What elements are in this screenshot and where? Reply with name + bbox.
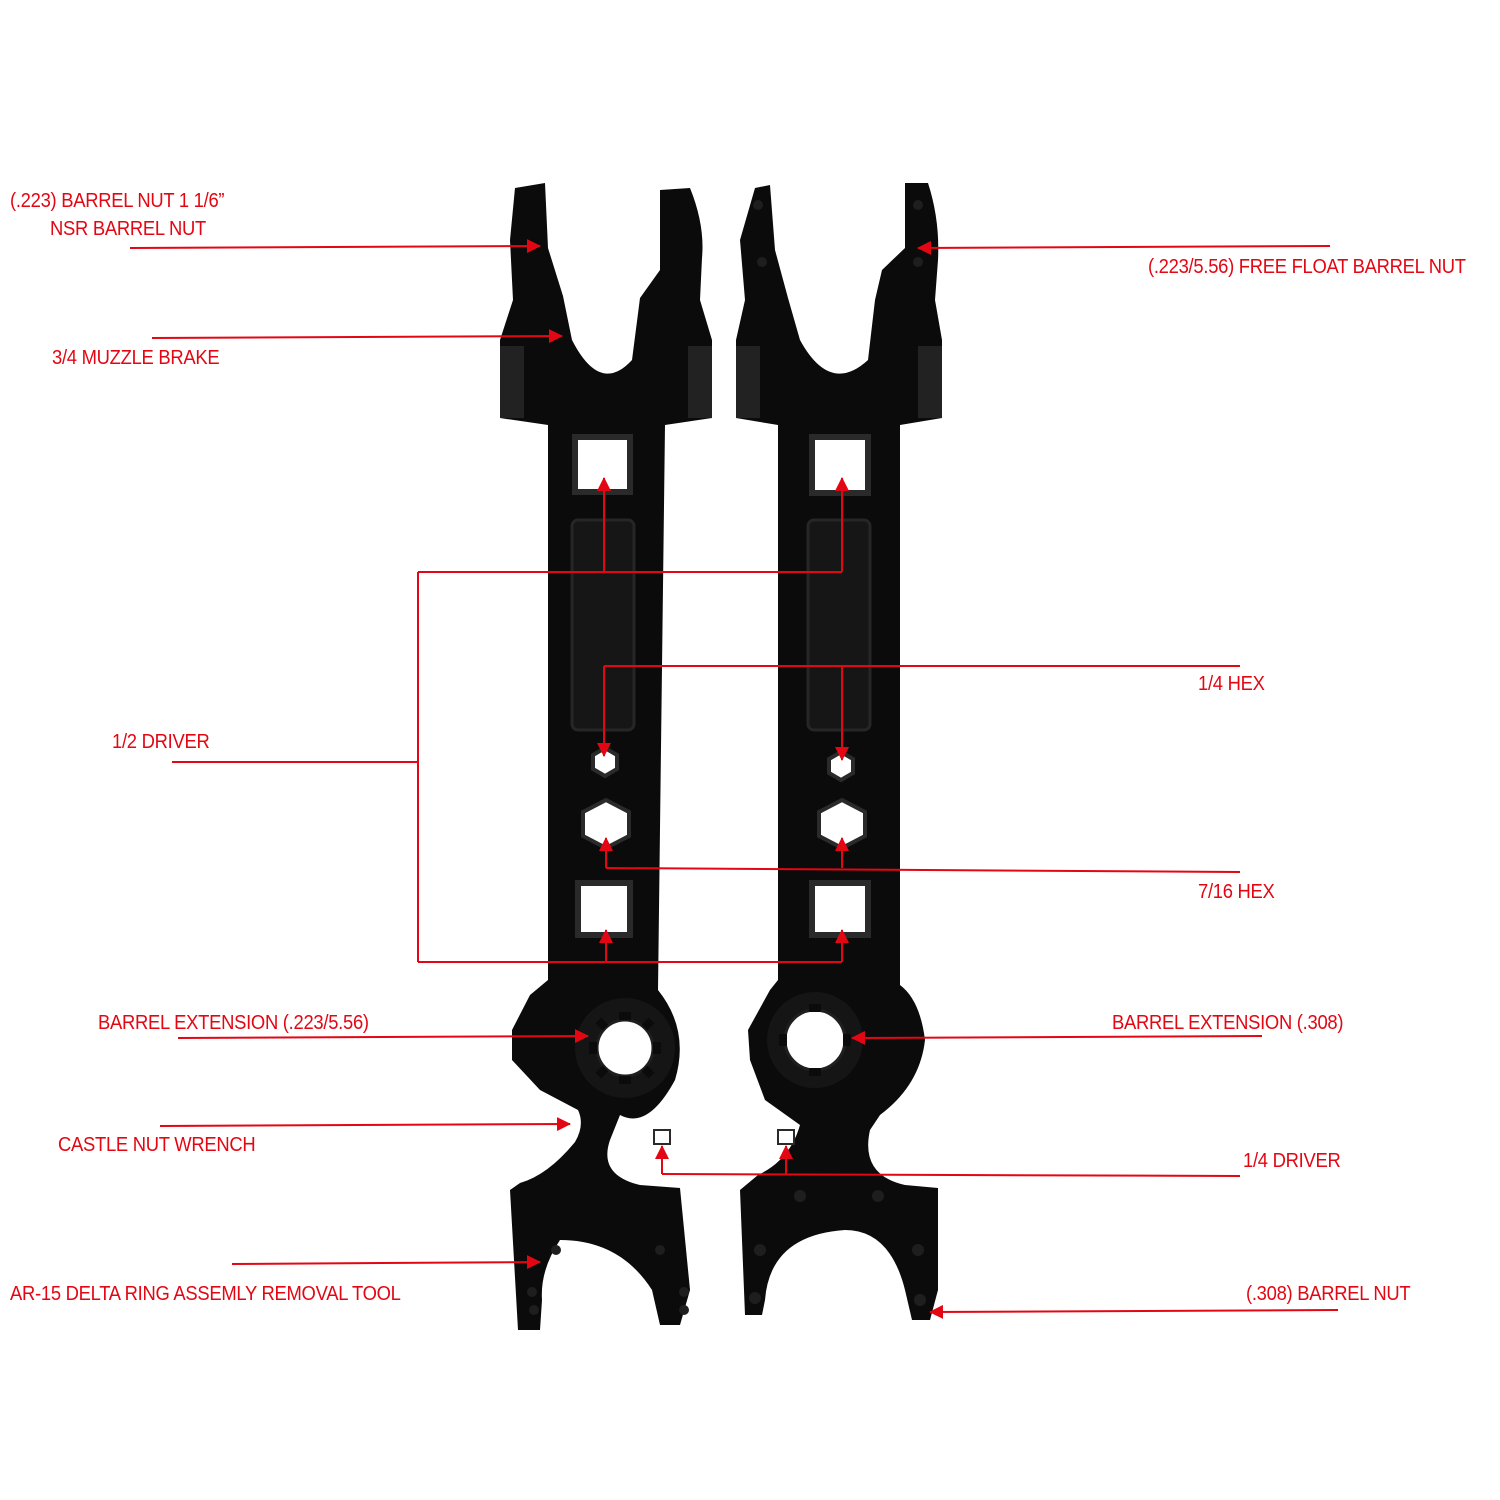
label-half-driver: 1/2 DRIVER xyxy=(112,731,210,753)
label-barrel-extension-308: BARREL EXTENSION (.308) xyxy=(1112,1012,1344,1034)
left-half-driver-bottom xyxy=(575,880,633,938)
label-barrel-nut-223-line2: NSR BARREL NUT xyxy=(50,218,206,240)
leader-castle-nut xyxy=(159,1117,571,1132)
label-quarter-hex: 1/4 HEX xyxy=(1198,673,1265,695)
label-castle-nut-wrench: CASTLE NUT WRENCH xyxy=(58,1134,256,1156)
label-delta-ring-tool: AR-15 DELTA RING ASSEMLY REMOVAL TOOL xyxy=(10,1283,401,1305)
right-bottom-teeth xyxy=(749,1190,926,1306)
right-wrench xyxy=(736,183,942,1320)
leader-barrel-nut-223 xyxy=(129,239,541,254)
leader-lines xyxy=(129,239,1339,1319)
leader-barrel-extension-223 xyxy=(177,1029,589,1044)
label-free-float-barrel-nut: (.223/5.56) FREE FLOAT BARREL NUT xyxy=(1148,256,1466,278)
label-barrel-nut-223-line1: (.223) BARREL NUT 1 1/6” xyxy=(10,190,225,212)
left-half-driver-top xyxy=(572,434,633,495)
label-barrel-extension-223: BARREL EXTENSION (.223/5.56) xyxy=(98,1012,369,1034)
left-quarter-driver xyxy=(653,1129,671,1145)
left-wrench xyxy=(500,183,712,1330)
leader-muzzle-brake xyxy=(151,329,563,344)
left-barrel-extension-hole xyxy=(595,1018,655,1078)
right-top-ridge-right xyxy=(918,346,942,418)
label-seven-sixteenths-hex: 7/16 HEX xyxy=(1198,881,1275,903)
left-ring-teeth xyxy=(589,1012,661,1084)
leader-barrel-nut-308 xyxy=(929,1304,1339,1319)
right-channel xyxy=(806,518,872,732)
leader-free-float xyxy=(917,240,1331,255)
label-muzzle-brake: 3/4 MUZZLE BRAKE xyxy=(52,347,220,369)
label-quarter-driver: 1/4 DRIVER xyxy=(1243,1150,1341,1172)
right-ring-teeth xyxy=(779,1004,851,1076)
right-half-driver-top xyxy=(809,434,871,496)
left-top-ridge-right xyxy=(688,346,712,418)
leader-quarter-driver-bottom xyxy=(661,1173,1241,1177)
leader-seven-sixteenths-hex-bottom xyxy=(605,867,1241,873)
leader-delta-ring xyxy=(231,1255,541,1270)
right-barrel-extension-hole xyxy=(783,1008,847,1072)
leader-barrel-extension-308 xyxy=(851,1030,1263,1045)
left-bottom-teeth xyxy=(527,1245,689,1315)
right-top-dots xyxy=(753,200,923,267)
right-quarter-driver xyxy=(777,1129,795,1145)
right-top-ridge xyxy=(736,346,760,418)
left-top-ridge xyxy=(500,346,524,418)
label-barrel-nut-308: (.308) BARREL NUT xyxy=(1246,1283,1411,1305)
right-half-driver-bottom xyxy=(809,880,871,938)
